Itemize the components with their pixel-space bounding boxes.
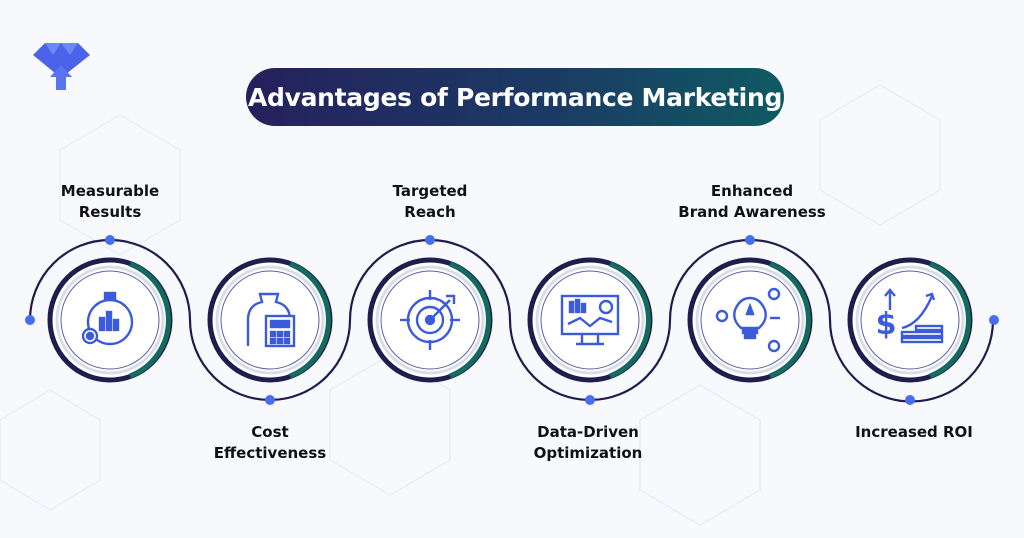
label-line: Increased ROI	[855, 423, 973, 441]
end-dot	[989, 315, 999, 325]
ring-accent	[769, 261, 811, 379]
label-line: Optimization	[533, 444, 643, 462]
money-bag-calculator-icon	[246, 292, 296, 348]
label-increased-roi: Increased ROI	[814, 422, 1014, 443]
target-arrow-icon	[400, 290, 460, 350]
node-data-driven-optimization	[527, 257, 653, 383]
label-line: Targeted	[392, 182, 468, 200]
inner-circle	[700, 270, 800, 370]
label-line: Cost	[251, 423, 289, 441]
start-dot	[25, 315, 35, 325]
inner-ring	[535, 265, 645, 375]
node-measurable-results	[47, 257, 173, 383]
inner-ring	[695, 265, 805, 375]
node-targeted-reach	[367, 257, 493, 383]
logo-icon	[33, 43, 90, 90]
inner-ring	[55, 265, 165, 375]
ring-accent	[449, 261, 491, 379]
node-enhanced-brand-awareness	[687, 257, 813, 383]
label-line: Reach	[404, 203, 456, 221]
ring-accent	[129, 261, 171, 379]
svg-text:$: $	[876, 307, 897, 342]
wave-connector	[28, 238, 995, 403]
ring-accent	[289, 261, 331, 379]
label-line: Brand Awareness	[678, 203, 826, 221]
dollar-growth-coins-icon: $	[876, 288, 944, 344]
ring-accent	[929, 261, 971, 379]
page-title: Advantages of Performance Marketing	[247, 82, 783, 112]
node-increased-roi: $	[847, 257, 973, 383]
label-line: Data-Driven	[537, 423, 639, 441]
title-banner: Advantages of Performance Marketing	[246, 68, 784, 126]
inner-ring	[375, 265, 485, 375]
ring-accent	[609, 261, 651, 379]
inner-circle	[540, 270, 640, 370]
label-line: Results	[78, 203, 142, 221]
monitor-analytics-icon	[560, 294, 620, 346]
stopwatch-chart-gear-icon	[81, 291, 134, 346]
inner-ring	[215, 265, 325, 375]
node-cost-effectiveness	[207, 257, 333, 383]
label-line: Enhanced	[710, 182, 794, 200]
label-line: Measurable	[60, 182, 160, 200]
inner-ring	[855, 265, 965, 375]
connector-dots	[25, 235, 999, 405]
lightbulb-star-icon	[715, 287, 781, 353]
label-line: Effectiveness	[213, 444, 327, 462]
